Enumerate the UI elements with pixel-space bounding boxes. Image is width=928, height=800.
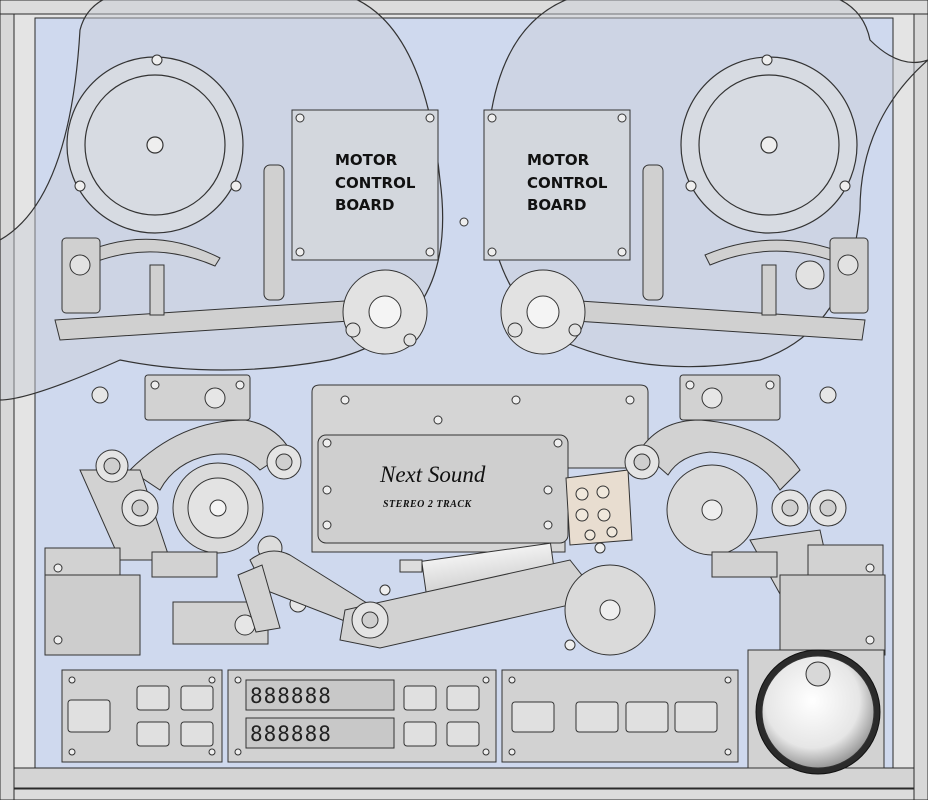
reel-screws bbox=[74, 54, 851, 192]
transport-button-3[interactable] bbox=[625, 701, 669, 733]
brand-subtitle: STEREO 2 TRACK bbox=[383, 499, 473, 510]
motor-board-right-line2: CONTROL bbox=[527, 174, 608, 192]
head-cover: Next Sound STEREO 2 TRACK bbox=[311, 384, 649, 553]
tension-arms bbox=[54, 164, 869, 341]
motor-board-right-line3: BOARD bbox=[527, 196, 586, 214]
transport-button-2[interactable] bbox=[575, 701, 619, 733]
button-b1[interactable] bbox=[403, 685, 437, 711]
upper-guide-rollers bbox=[69, 254, 859, 355]
transport-button-1[interactable] bbox=[511, 701, 555, 733]
brand-name: Next Sound bbox=[379, 462, 486, 487]
control-panel-center: 888888 888888 bbox=[227, 669, 497, 763]
button-b3[interactable] bbox=[403, 721, 437, 747]
control-panel-left bbox=[61, 669, 223, 763]
button-a1[interactable] bbox=[136, 685, 170, 711]
motor-board-left-line2: CONTROL bbox=[335, 174, 416, 192]
transport-button-4[interactable] bbox=[674, 701, 718, 733]
capstan-assembly bbox=[339, 542, 656, 656]
button-a3[interactable] bbox=[136, 721, 170, 747]
motor-board-right: MOTOR CONTROL BOARD bbox=[483, 109, 631, 261]
counter-display-bottom: 888888 bbox=[250, 722, 332, 746]
button-b2[interactable] bbox=[446, 685, 480, 711]
button-large-left[interactable] bbox=[67, 699, 111, 733]
motor-board-left-line1: MOTOR bbox=[335, 151, 398, 169]
motor-board-right-line1: MOTOR bbox=[527, 151, 590, 169]
motor-board-left-line3: BOARD bbox=[335, 196, 394, 214]
jog-wheel[interactable] bbox=[755, 649, 881, 775]
button-a2[interactable] bbox=[180, 685, 214, 711]
right-transport bbox=[624, 374, 886, 656]
left-transport bbox=[44, 374, 371, 656]
center-screw bbox=[459, 217, 469, 227]
counter-display-top: 888888 bbox=[250, 684, 332, 708]
button-a4[interactable] bbox=[180, 721, 214, 747]
left-tape-reel bbox=[0, 0, 444, 401]
motor-board-left: MOTOR CONTROL BOARD bbox=[291, 109, 439, 261]
button-b4[interactable] bbox=[446, 721, 480, 747]
